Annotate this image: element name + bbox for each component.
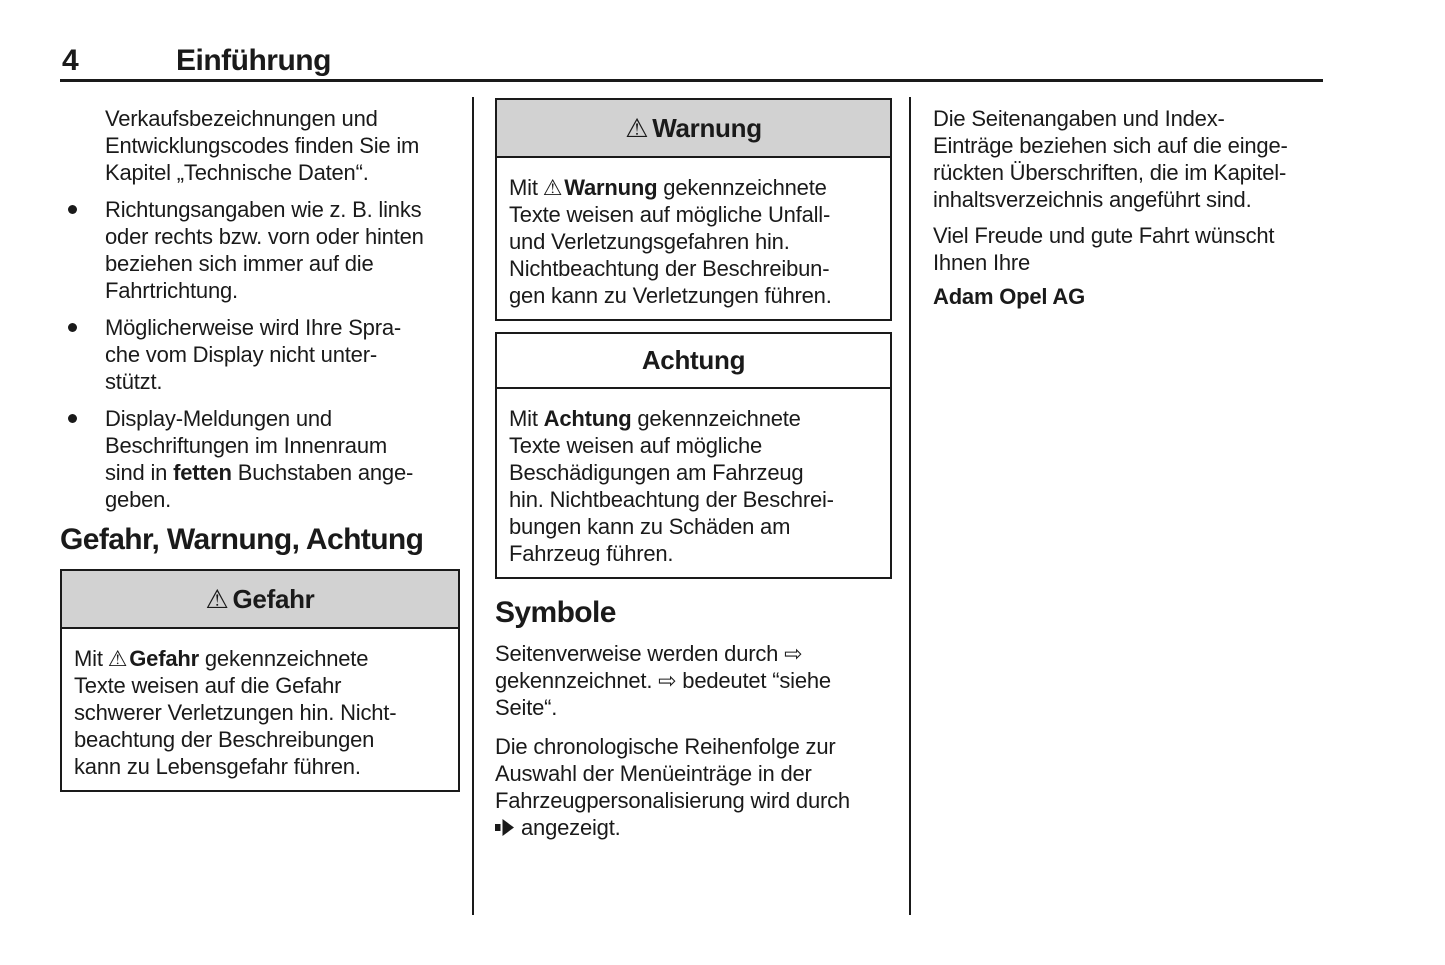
warnung-body-text: Texte weisen auf mögliche Unfall- und Ve…: [509, 202, 832, 308]
warnung-body-line1: Mit⚠Warnung gekennzeichnete: [509, 175, 827, 200]
bullet-text: Richtungsangaben wie z. B. links oder re…: [105, 197, 424, 303]
gefahr-body-text: Texte weisen auf die Gefahr schwerer Ver…: [74, 673, 397, 779]
column-separator-2: [909, 97, 911, 915]
intro-paragraph: Verkaufsbezeichnungen und Entwicklungsco…: [105, 106, 420, 185]
symbole-paragraph-2-text: Die chronologische Reihenfolge zur Auswa…: [495, 734, 850, 813]
achtung-box-title: Achtung: [641, 345, 746, 375]
achtung-box-header: Achtung: [497, 334, 890, 389]
header-rule: [60, 79, 1323, 82]
bold-word: fetten: [173, 460, 232, 485]
warning-triangle-icon: ⚠: [205, 584, 229, 614]
symbole-paragraph-2-lastline: angezeigt.: [495, 814, 892, 841]
symbole-paragraph-2: Die chronologische Reihenfolge zur Auswa…: [495, 733, 892, 841]
page-number: 4: [62, 44, 79, 77]
bullet-text: Display-Meldungen und Beschriftungen im …: [105, 406, 387, 458]
section-heading-gefahr-warnung-achtung: Gefahr, Warnung, Achtung: [60, 523, 424, 556]
warnung-box-header: ⚠Warnung: [497, 100, 890, 158]
list-item: Richtungsangaben wie z. B. links oder re…: [60, 196, 460, 304]
gefahr-keyword: Gefahr: [129, 646, 199, 671]
column-3: Die Seitenangaben und Index- Einträge be…: [933, 100, 1333, 310]
warning-triangle-icon: ⚠: [107, 646, 128, 671]
warning-triangle-icon: ⚠: [625, 113, 649, 143]
column-2: ⚠Warnung Mit⚠Warnung gekennzeichnete Tex…: [495, 98, 892, 841]
list-item: Display-Meldungen und Beschriftungen im …: [60, 405, 460, 513]
achtung-keyword: Achtung: [543, 406, 632, 431]
bullet-list: Richtungsangaben wie z. B. links oder re…: [60, 196, 460, 513]
bullet-icon: [68, 323, 77, 332]
list-item: Möglicherweise wird Ihre Spra- che vom D…: [60, 314, 460, 395]
col3-paragraph-1: Die Seitenangaben und Index- Einträge be…: [933, 106, 1288, 212]
gefahr-box-header: ⚠Gefahr: [62, 571, 458, 629]
achtung-body-text: Texte weisen auf mögliche Beschädigungen…: [509, 433, 834, 566]
column-separator-1: [472, 97, 474, 915]
menu-sequence-arrow-icon: [495, 819, 514, 836]
warnung-keyword: Warnung: [564, 175, 658, 200]
gefahr-box: ⚠Gefahr Mit⚠Gefahr gekennzeichnete Texte…: [60, 569, 460, 792]
chapter-title: Einführung: [176, 44, 331, 77]
bullet-text: geben.: [105, 487, 172, 512]
bullet-icon: [68, 205, 77, 214]
section-heading-symbole: Symbole: [495, 596, 616, 629]
column-1: Verkaufsbezeichnungen und Entwicklungsco…: [60, 100, 460, 792]
bullet-text-inline: sind in fetten Buchstaben ange-: [105, 460, 414, 485]
gefahr-box-title: Gefahr: [232, 584, 315, 614]
warnung-box-title: Warnung: [652, 113, 762, 143]
col3-paragraph-2: Viel Freude und gute Fahrt wünscht Ihnen…: [933, 223, 1275, 275]
symbole-paragraph-1: Seitenverweise werden durch ⇨ gekennzeic…: [495, 641, 831, 720]
gefahr-box-body: Mit⚠Gefahr gekennzeichnete Texte weisen …: [62, 629, 458, 790]
warnung-box-body: Mit⚠Warnung gekennzeichnete Texte weisen…: [497, 158, 890, 319]
bullet-text: Möglicherweise wird Ihre Spra- che vom D…: [105, 315, 401, 394]
warning-triangle-icon: ⚠: [542, 175, 563, 200]
warnung-box: ⚠Warnung Mit⚠Warnung gekennzeichnete Tex…: [495, 98, 892, 321]
gefahr-body-line1: Mit⚠Gefahr gekennzeichnete: [74, 646, 369, 671]
achtung-body-line1: Mit Achtung gekennzeichnete: [509, 406, 801, 431]
symbole-paragraph-2-suffix: angezeigt.: [521, 815, 621, 840]
achtung-box: Achtung Mit Achtung gekennzeichnete Text…: [495, 332, 892, 579]
signature-adam-opel-ag: Adam Opel AG: [933, 284, 1086, 309]
achtung-box-body: Mit Achtung gekennzeichnete Texte weisen…: [497, 389, 890, 577]
bullet-icon: [68, 414, 77, 423]
